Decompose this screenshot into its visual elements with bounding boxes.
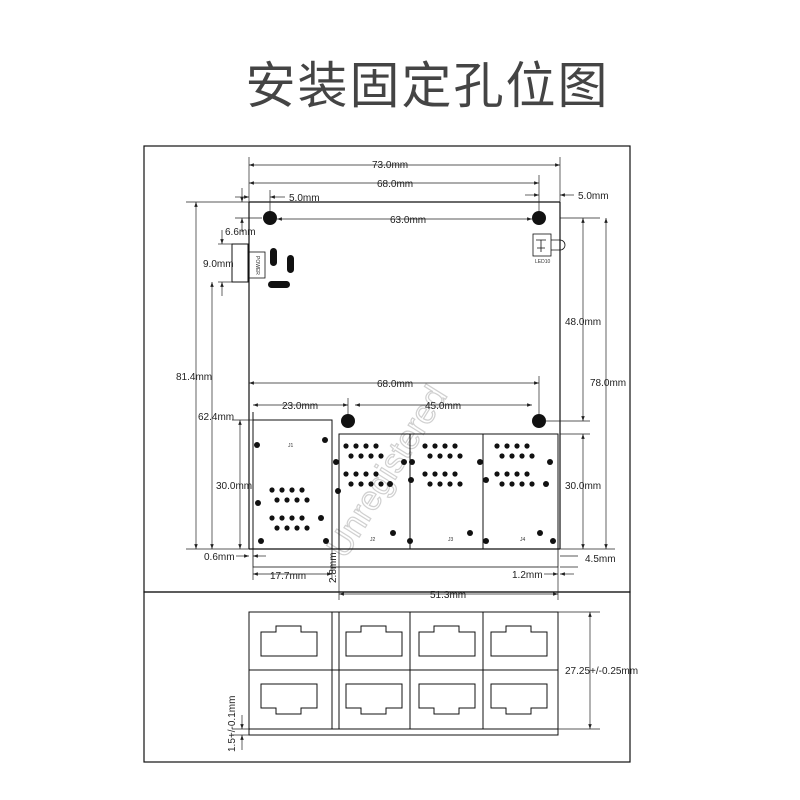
- dim-port-height-left: 30.0mm: [216, 481, 252, 492]
- dim-right-total: 78.0mm: [590, 378, 626, 389]
- rj45-jack: [345, 683, 403, 715]
- front-dimension-lines: [232, 611, 600, 750]
- dim-port-height-right: 30.0mm: [565, 481, 601, 492]
- dim-total-height: 81.4mm: [176, 372, 212, 383]
- dim-hole-pitch-top: 63.0mm: [390, 215, 426, 226]
- svg-text:J2: J2: [370, 537, 376, 543]
- dim-front-height: 27.25+/-0.25mm: [565, 666, 638, 677]
- led-label: LED10: [535, 259, 551, 265]
- dim-bottom-left-gap: 0.6mm: [204, 552, 235, 563]
- rj45-jacks: [260, 625, 548, 715]
- mount-hole-top-left: [263, 211, 277, 225]
- dim-hole-top-offset: 6.6mm: [225, 227, 256, 238]
- svg-text:J3: J3: [448, 537, 454, 543]
- mount-hole-mid-left: [341, 414, 355, 428]
- dim-mid-left: 23.0mm: [282, 401, 318, 412]
- svg-text:J4: J4: [520, 537, 526, 543]
- dim-bottom-right-gap: 4.5mm: [585, 554, 616, 565]
- mount-hole-mid-right: [532, 414, 546, 428]
- power-connector: POWER: [231, 243, 294, 288]
- rj45-jack: [418, 683, 476, 715]
- dim-hole-span-mid: 68.0mm: [377, 379, 413, 390]
- dim-right-hole-height: 48.0mm: [565, 317, 601, 328]
- dim-mid-pitch: 45.0mm: [425, 401, 461, 412]
- svg-text:J1: J1: [288, 443, 294, 449]
- rj45-jack: [490, 683, 548, 715]
- mount-hole-top-right: [532, 211, 546, 225]
- front-view-ports: [248, 611, 559, 736]
- dim-right-offset: 5.0mm: [578, 191, 609, 202]
- dim-left-offset: 5.0mm: [289, 193, 320, 204]
- dim-total-width: 73.0mm: [372, 160, 408, 171]
- dim-power-height: 9.0mm: [203, 259, 234, 270]
- mounting-holes: [263, 211, 546, 428]
- dim-j1-width: 17.7mm: [270, 571, 306, 582]
- rj45-jack: [260, 683, 318, 715]
- rj45-jack: [418, 625, 476, 657]
- drawing-frame-bottom: [143, 591, 631, 763]
- port-labels: J1 J2 J3 J4: [288, 443, 526, 543]
- dim-hole-span-top: 68.0mm: [377, 179, 413, 190]
- led-indicator: LED10: [532, 233, 566, 265]
- pcb-board: [248, 201, 561, 550]
- dim-front-base: 1.5+/-0.1mm: [227, 696, 238, 752]
- rj45-jack: [260, 625, 318, 657]
- power-label: POWER: [254, 256, 260, 275]
- dim-ports-width: 51.3mm: [430, 590, 466, 601]
- port-footprints: [252, 412, 559, 568]
- drawing-frame-top: [143, 145, 631, 593]
- dim-right-gap: 1.2mm: [512, 570, 543, 581]
- dimension-lines: [186, 157, 615, 600]
- page-title: 安装固定孔位图: [245, 57, 610, 115]
- dimension-labels: 73.0mm 68.0mm 5.0mm 5.0mm 63.0mm 6.6mm 9…: [176, 160, 626, 601]
- port-pin-pads: [254, 437, 556, 544]
- dim-gap-small: 2.8mm: [328, 552, 339, 583]
- rj45-jack: [345, 625, 403, 657]
- rj45-jack: [490, 625, 548, 657]
- dim-left-hole-height: 62.4mm: [198, 412, 234, 423]
